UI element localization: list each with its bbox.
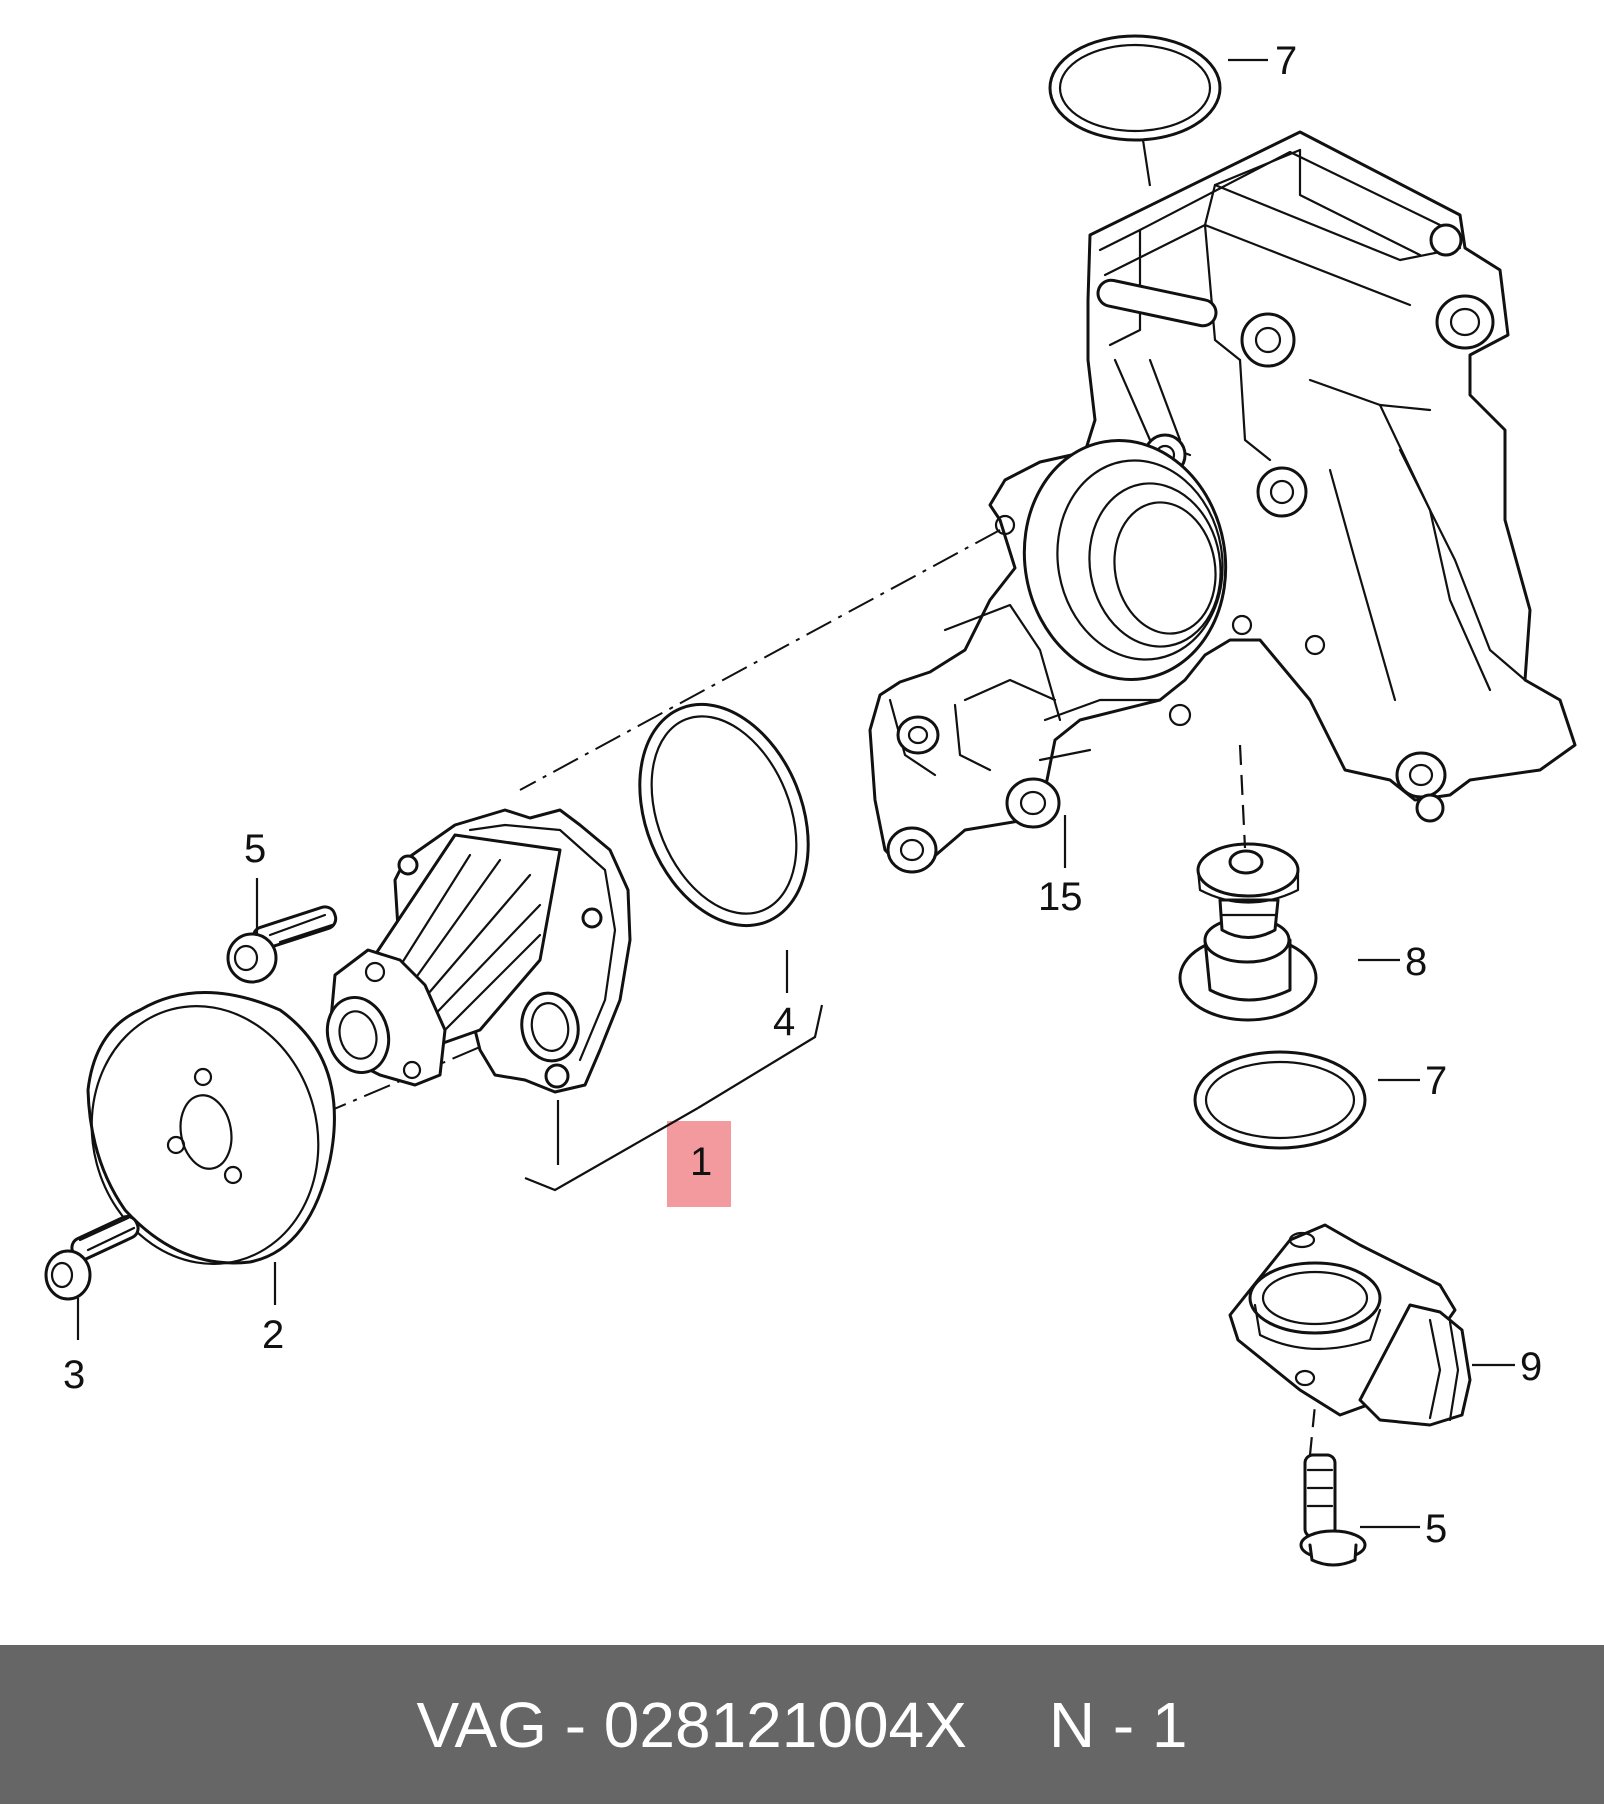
coolant-flange — [1228, 1223, 1472, 1427]
callout-2: 2 — [262, 1313, 284, 1357]
o-ring-top — [1048, 34, 1222, 142]
o-ring-pump-seal — [638, 702, 810, 928]
brand-part-number: VAG - 028121004X — [416, 1688, 967, 1761]
highlighted-part-marker — [667, 1121, 731, 1207]
callout-1: 1 — [690, 1140, 712, 1184]
callout-3: 3 — [63, 1353, 85, 1397]
callout-9: 9 — [1520, 1345, 1542, 1389]
leader-lines — [76, 58, 1515, 1529]
callout-7-lower: 7 — [1425, 1059, 1447, 1103]
callout-8: 8 — [1405, 940, 1427, 984]
callout-5-lower: 5 — [1425, 1507, 1447, 1551]
assembly-axis-line — [519, 529, 1001, 791]
callout-7-top: 7 — [1275, 39, 1297, 83]
part-number-footer: VAG - 028121004X N - 1 — [0, 1645, 1604, 1804]
pump-housing-bracket — [868, 130, 1577, 874]
flange-bolt — [1299, 1453, 1367, 1567]
pulley-bolt — [44, 1215, 140, 1301]
exploded-parts-diagram: 7 15 8 7 9 5 4 1 2 3 5 — [44, 34, 1577, 1567]
quantity-label: N - 1 — [1048, 1688, 1188, 1761]
callout-15: 15 — [1038, 875, 1083, 919]
pump-bolt — [226, 905, 338, 984]
pulley — [86, 991, 336, 1265]
callout-4: 4 — [773, 1000, 795, 1044]
callout-5-upper: 5 — [244, 827, 266, 871]
water-pump — [325, 808, 632, 1094]
thermostat — [1178, 842, 1318, 1022]
o-ring-lower — [1193, 1050, 1367, 1150]
